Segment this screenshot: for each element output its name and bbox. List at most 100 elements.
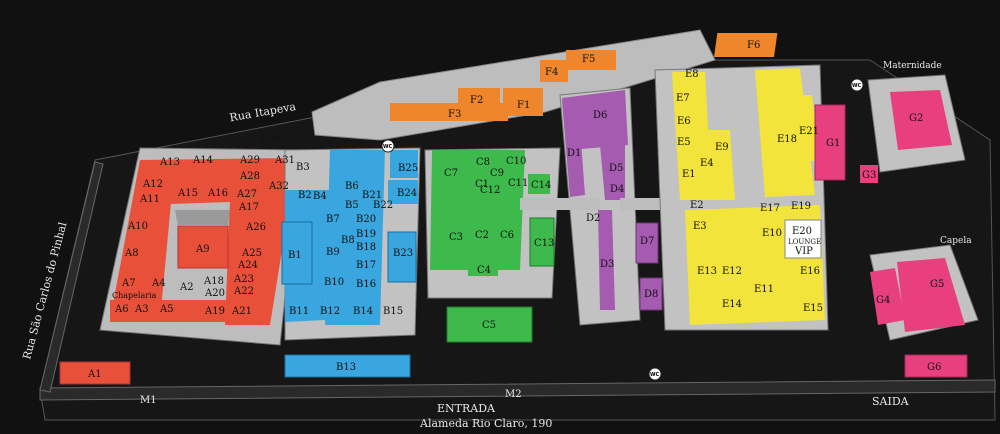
room-G4[interactable] <box>870 268 905 325</box>
label-G3: G3 <box>862 170 876 181</box>
wc-icon[interactable]: WC <box>381 139 395 153</box>
label-E13: E13 <box>697 266 717 277</box>
label-A9: A9 <box>195 244 210 255</box>
room-F5[interactable] <box>566 50 616 70</box>
room-C4[interactable] <box>468 262 498 276</box>
label-E3: E3 <box>693 221 707 232</box>
label-E6: E6 <box>677 116 691 127</box>
room-D3[interactable] <box>598 210 615 310</box>
svg-text:WC: WC <box>852 83 862 89</box>
label-A5: A5 <box>159 304 174 315</box>
label-E21: E21 <box>799 126 819 137</box>
label-A6: A6 <box>114 304 129 315</box>
room-block-A-right[interactable] <box>225 200 290 325</box>
label-A32: A32 <box>268 181 289 192</box>
label-B6: B6 <box>345 181 359 192</box>
label-B2: B2 <box>298 190 312 201</box>
courtyard-A <box>175 210 230 226</box>
room-block-C[interactable] <box>430 150 525 270</box>
label-G4: G4 <box>876 295 890 306</box>
room-G3[interactable] <box>860 165 878 183</box>
room-G6[interactable] <box>904 354 968 378</box>
label-E12: E12 <box>722 266 742 277</box>
room-A9[interactable] <box>177 225 229 269</box>
label-E20: E20 <box>792 226 812 237</box>
room-F4[interactable] <box>540 60 568 82</box>
label-C2: C2 <box>475 230 489 241</box>
room-E20-lounge-vip[interactable] <box>784 219 822 259</box>
label-A21: A21 <box>231 306 252 317</box>
room-B23[interactable] <box>387 231 417 283</box>
label-F3: F3 <box>448 109 461 120</box>
label-E14: E14 <box>722 299 742 310</box>
room-block-E-mid[interactable] <box>705 130 735 200</box>
label-B13: B13 <box>336 362 356 373</box>
room-block-E-left[interactable] <box>672 72 712 200</box>
label-A16: A16 <box>207 188 228 199</box>
room-B25[interactable] <box>390 150 418 178</box>
label-D2: D2 <box>586 213 600 224</box>
label-D3: D3 <box>600 259 614 270</box>
room-B13[interactable] <box>284 354 411 378</box>
label-A27: A27 <box>236 189 257 200</box>
label-F4: F4 <box>545 67 558 78</box>
street-rua-itapeva: Rua Itapeva <box>229 100 298 125</box>
label-E2: E2 <box>690 200 704 211</box>
label-F6: F6 <box>747 40 760 51</box>
room-block-D-mid[interactable] <box>600 145 625 200</box>
room-block-B-main[interactable] <box>325 150 385 325</box>
wc-icon[interactable]: WC <box>850 78 864 92</box>
room-D7[interactable] <box>635 222 659 264</box>
label-B5: B5 <box>345 200 359 211</box>
label-B24: B24 <box>397 188 417 199</box>
room-G2[interactable] <box>890 90 952 150</box>
room-F6[interactable] <box>713 33 778 57</box>
label-B16: B16 <box>356 279 376 290</box>
room-F3[interactable] <box>390 103 508 121</box>
room-E21[interactable] <box>795 95 820 162</box>
label-C11: C11 <box>508 178 528 189</box>
label-G6: G6 <box>927 362 941 373</box>
label-A22: A22 <box>233 286 254 297</box>
label-E10: E10 <box>762 228 782 239</box>
room-C14[interactable] <box>528 174 550 194</box>
label-D5: D5 <box>609 163 623 174</box>
label-C4: C4 <box>477 265 491 276</box>
label-E16: E16 <box>800 266 820 277</box>
label-B14: B14 <box>353 306 373 317</box>
wc-icon[interactable]: WC <box>648 367 662 381</box>
label-D4: D4 <box>610 184 624 195</box>
room-F1[interactable] <box>503 88 543 116</box>
label-A20: A20 <box>204 288 225 299</box>
label-E11: E11 <box>754 284 774 295</box>
label-E8: E8 <box>685 69 699 80</box>
room-D1[interactable] <box>562 100 585 197</box>
room-B1[interactable] <box>281 221 313 285</box>
room-C13[interactable] <box>529 217 555 267</box>
label-A23: A23 <box>233 274 254 285</box>
label-C9: C9 <box>490 168 504 179</box>
svg-text:WC: WC <box>383 144 393 150</box>
label-A17: A17 <box>238 202 259 213</box>
room-block-A-top[interactable] <box>140 158 295 205</box>
label-lounge: LOUNGE <box>788 238 821 246</box>
svg-text:WC: WC <box>650 372 660 378</box>
label-A29: A29 <box>239 155 260 166</box>
room-G5[interactable] <box>897 258 965 332</box>
room-D8[interactable] <box>639 277 663 311</box>
label-E19: E19 <box>791 201 811 212</box>
room-A1[interactable] <box>59 361 131 385</box>
label-E18: E18 <box>777 134 797 145</box>
label-B22: B22 <box>373 200 393 211</box>
maternity-label: Maternidade <box>883 61 942 71</box>
room-C5[interactable] <box>446 306 533 343</box>
room-block-A-bottom[interactable] <box>110 300 270 322</box>
label-B1: B1 <box>288 250 302 261</box>
marker-m1: M1 <box>140 395 157 406</box>
room-G1[interactable] <box>814 104 846 181</box>
label-E1: E1 <box>682 169 696 180</box>
label-B9: B9 <box>326 247 340 258</box>
label-D6: D6 <box>593 110 607 121</box>
room-B24[interactable] <box>388 180 418 204</box>
